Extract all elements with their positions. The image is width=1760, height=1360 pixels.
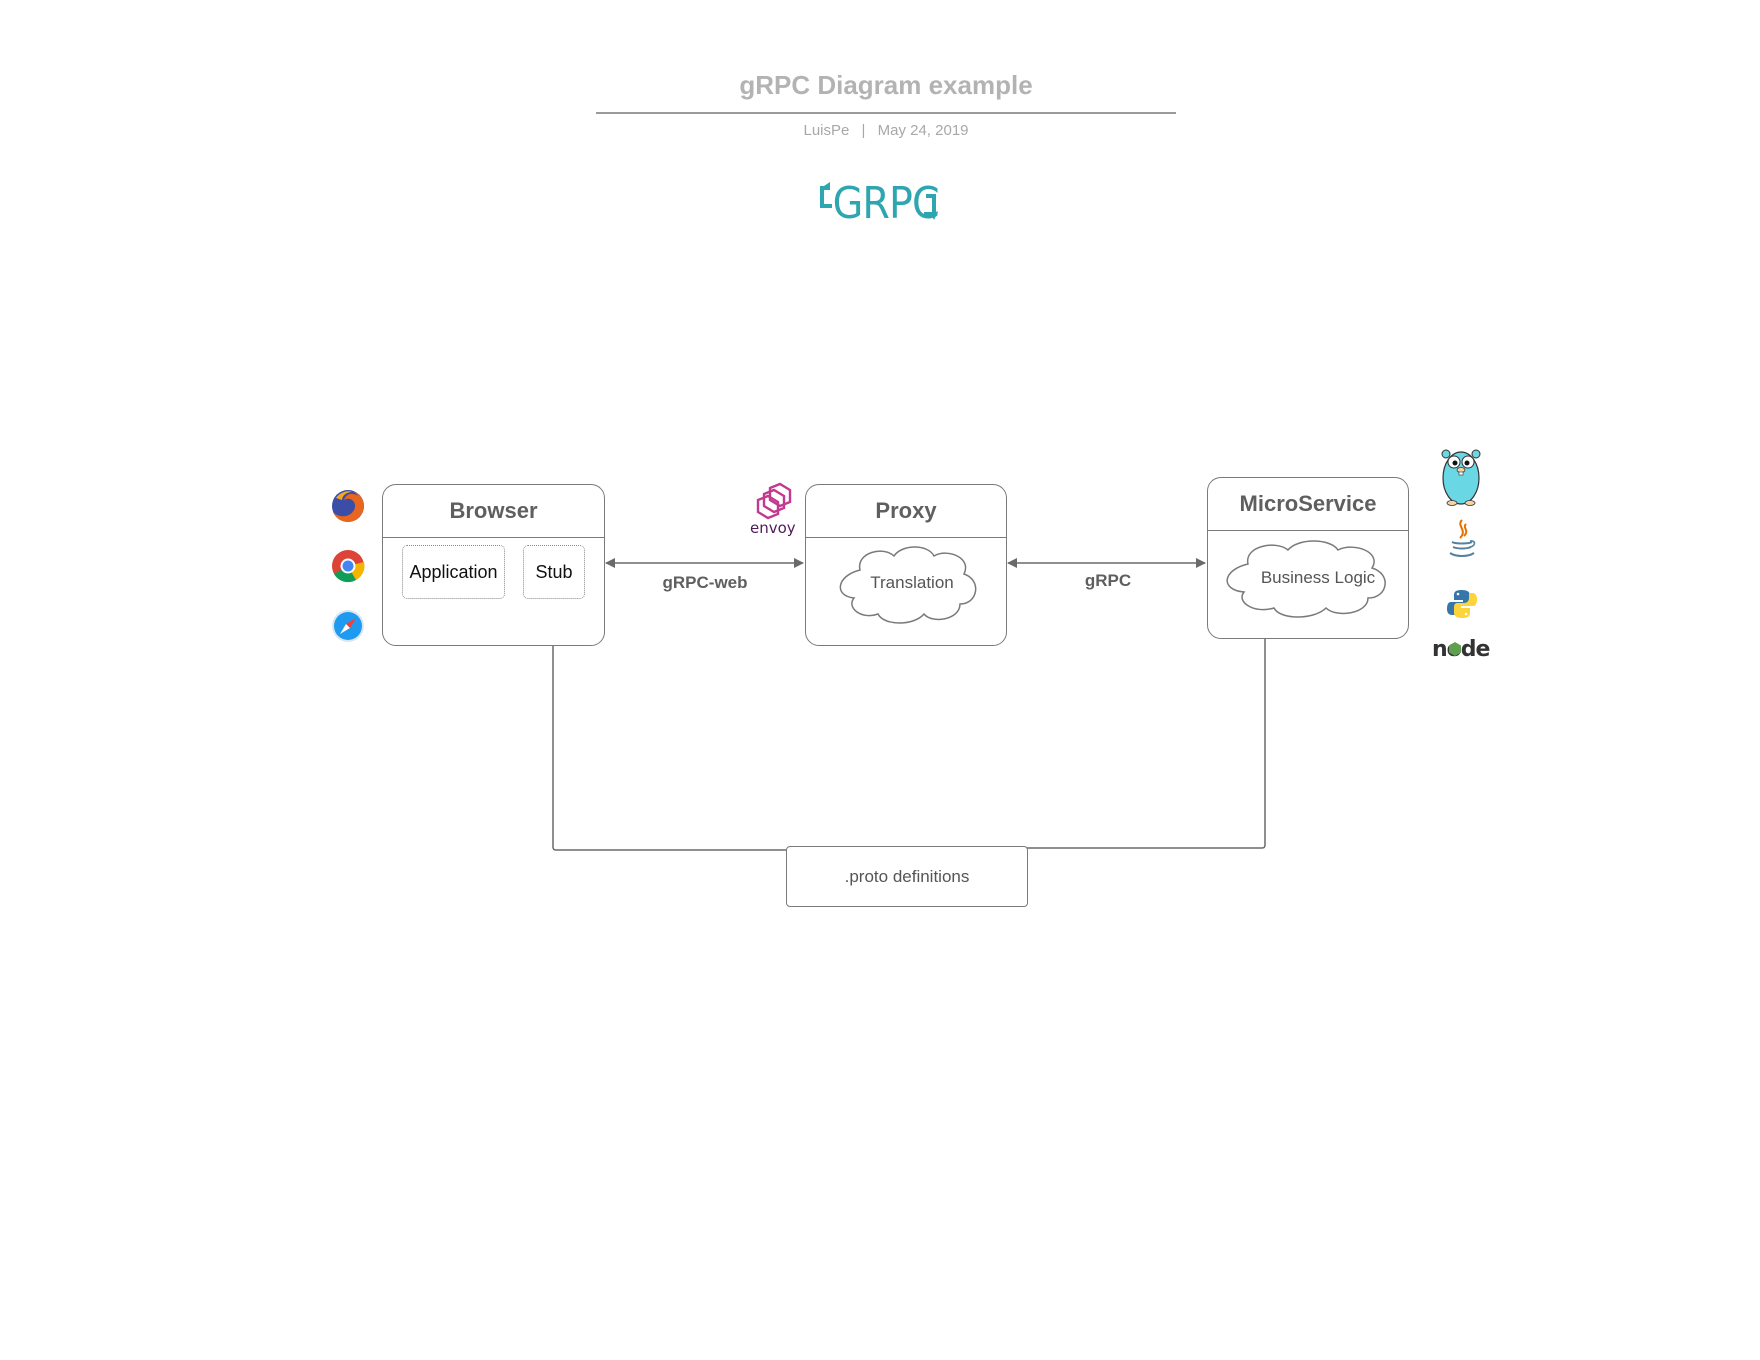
- application-component[interactable]: Application: [402, 545, 505, 599]
- envoy-icon: envoy: [750, 482, 796, 537]
- nodejs-icon: node: [1432, 637, 1491, 662]
- stub-component[interactable]: Stub: [523, 545, 585, 599]
- safari-icon: [332, 610, 364, 642]
- go-gopher-icon: [1441, 449, 1481, 506]
- edge-proto-stub: [548, 597, 786, 851]
- edge-label-grpc-web: gRPC-web: [662, 573, 748, 592]
- meta-separator: |: [861, 122, 866, 139]
- proxy-title: Proxy: [806, 485, 1006, 538]
- chrome-icon: [332, 550, 365, 583]
- grpc-logo-text: GRPC: [833, 177, 939, 229]
- python-icon: [1447, 590, 1477, 618]
- microservice-title: MicroService: [1208, 478, 1408, 531]
- translation-label: Translation: [870, 573, 954, 592]
- browser-node[interactable]: Browser Application Stub: [382, 484, 605, 646]
- grpc-logo: GRPC: [820, 177, 940, 229]
- firefox-icon: [332, 490, 364, 522]
- page-title: gRPC Diagram example: [739, 70, 1033, 100]
- title-divider: [596, 112, 1176, 114]
- document-date: May 24, 2019: [877, 122, 969, 139]
- edge-label-grpc: gRPC: [1084, 571, 1132, 590]
- author-name: LuisPe: [803, 122, 850, 139]
- proto-definitions-node[interactable]: .proto definitions: [786, 846, 1028, 907]
- nodejs-text: node: [1432, 637, 1490, 662]
- business-logic-cloud: [1226, 540, 1386, 618]
- business-logic-label: Business Logic: [1260, 568, 1376, 587]
- translation-cloud: [839, 546, 977, 624]
- browser-title: Browser: [383, 485, 604, 538]
- page-meta: LuisPe | May 24, 2019: [596, 122, 1176, 139]
- envoy-text: envoy: [750, 519, 796, 537]
- java-icon: [1449, 519, 1476, 557]
- edge-proto-service: [1027, 615, 1270, 849]
